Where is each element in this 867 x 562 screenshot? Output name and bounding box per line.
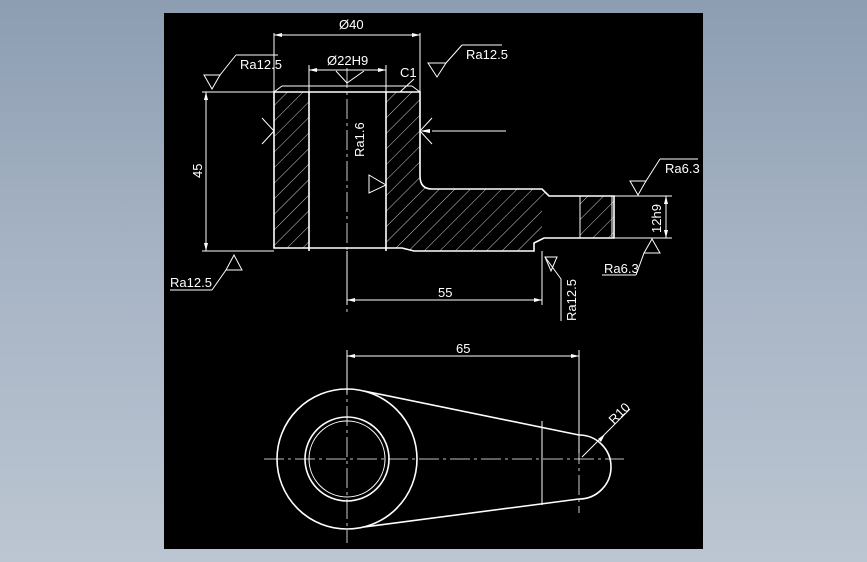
svg-text:Ra12.5: Ra12.5 — [466, 47, 508, 62]
roughness-bore: Ra1.6 — [352, 122, 388, 194]
roughness-bottom-mid: Ra12.5 — [544, 256, 579, 321]
dim-radius-10: R10 — [606, 400, 633, 427]
dim-diameter-22: Ø22H9 — [327, 53, 368, 68]
dim-length-55: 55 — [438, 285, 452, 300]
roughness-right-top: Ra6.3 — [629, 158, 700, 197]
part-outline — [273, 91, 615, 252]
svg-text:Ra12.5: Ra12.5 — [170, 275, 212, 290]
dim-diameter-40: Ø40 — [339, 17, 364, 32]
svg-text:Ra6.3: Ra6.3 — [665, 161, 700, 176]
roughness-top-left: Ra12.5 — [203, 54, 282, 91]
dim-height-45: 45 — [190, 164, 205, 178]
drawing-viewport[interactable]: Ø40 Ø22H9 C1 45 55 12h9 — [164, 13, 703, 549]
svg-text:Ra12.5: Ra12.5 — [240, 57, 282, 72]
roughness-top-right: Ra12.5 — [427, 44, 508, 78]
roughness-bottom-left: Ra12.5 — [170, 253, 243, 291]
roughness-right-bottom: Ra6.3 — [602, 237, 661, 276]
dim-chamfer: C1 — [400, 65, 417, 80]
svg-text:Ra1.6: Ra1.6 — [352, 122, 367, 157]
svg-text:Ra12.5: Ra12.5 — [564, 279, 579, 321]
svg-text:Ra6.3: Ra6.3 — [604, 261, 639, 276]
cad-drawing: Ø40 Ø22H9 C1 45 55 12h9 — [170, 17, 700, 543]
dim-thickness-12: 12h9 — [649, 204, 664, 233]
dim-length-65: 65 — [456, 341, 470, 356]
top-view: 65 R10 — [264, 341, 633, 543]
front-section-view: Ø40 Ø22H9 C1 45 55 12h9 — [170, 17, 700, 321]
